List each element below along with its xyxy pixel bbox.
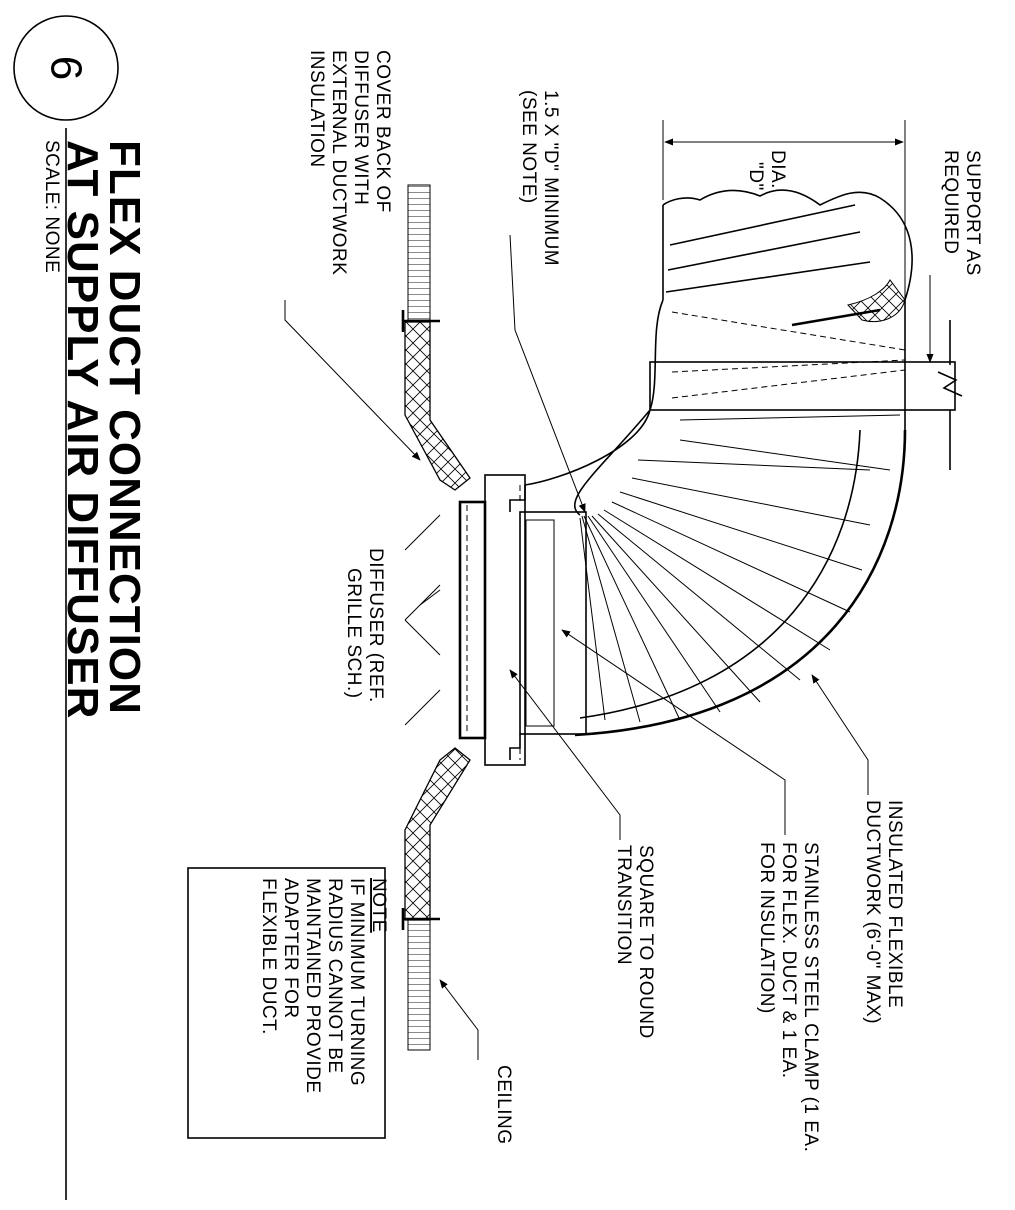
diffuser-frame xyxy=(458,500,487,740)
leader-insulated-flex xyxy=(811,674,869,795)
svg-text:DIFFUSER (REF.: DIFFUSER (REF. xyxy=(365,548,386,703)
leader-transition xyxy=(509,669,621,840)
svg-text:CEILING: CEILING xyxy=(493,1065,514,1145)
svg-text:STAINLESS STEEL CLAMP (1 EA.: STAINLESS STEEL CLAMP (1 EA. xyxy=(800,842,821,1152)
note-line: RADIUS CANNOT BE xyxy=(324,878,345,1074)
break-mark xyxy=(937,371,963,397)
svg-text:DIA.: DIA. xyxy=(767,150,788,189)
svg-text:1.5 X "D" MINIMUM: 1.5 X "D" MINIMUM xyxy=(540,90,561,266)
svg-text:COVER BACK OF: COVER BACK OF xyxy=(372,50,393,213)
callout-min-radius: 1.5 X "D" MINIMUM (SEE NOTE) xyxy=(518,90,561,266)
note-line: MAINTAINED PROVIDE xyxy=(302,878,323,1094)
tbar-left xyxy=(401,310,440,332)
diameter-dimension xyxy=(662,120,906,300)
callout-clamp: STAINLESS STEEL CLAMP (1 EA. FOR FLEX. D… xyxy=(756,842,821,1152)
diffuser xyxy=(404,500,487,740)
callout-insulated-flex: INSULATED FLEXIBLE DUCTWORK (6'-0" MAX) xyxy=(862,800,905,1024)
bend-inner-curve xyxy=(574,409,651,516)
bend-inside-edge xyxy=(524,299,664,486)
svg-text:FOR FLEX. DUCT & 1 EA.: FOR FLEX. DUCT & 1 EA. xyxy=(778,842,799,1079)
support-strap xyxy=(649,320,963,470)
leader-cover-back xyxy=(284,300,421,461)
leader-min-radius xyxy=(509,234,586,513)
bend-inner-line xyxy=(579,429,861,719)
transition-neck xyxy=(509,485,526,760)
insulation-wrap-right xyxy=(404,747,471,921)
svg-text:DUCTWORK (6'-0" MAX): DUCTWORK (6'-0" MAX) xyxy=(862,800,883,1024)
svg-text:"D": "D" xyxy=(745,162,766,191)
air-throw-lines xyxy=(404,514,441,726)
clamp-inner xyxy=(525,519,555,727)
callout-diameter: DIA. "D" xyxy=(745,150,788,191)
duct-end xyxy=(662,189,913,301)
svg-text:(SEE NOTE): (SEE NOTE) xyxy=(518,90,539,204)
duct-bend xyxy=(524,299,907,737)
clamp-transition xyxy=(484,474,587,766)
detail-number: 6 xyxy=(42,56,91,80)
svg-text:DIFFUSER WITH: DIFFUSER WITH xyxy=(350,50,371,205)
svg-text:SQUARE TO ROUND: SQUARE TO ROUND xyxy=(635,845,656,1039)
detail-number-circle xyxy=(13,15,119,121)
leader-ceiling xyxy=(439,979,479,1060)
insulation-cut xyxy=(847,279,906,323)
note-box: NOTE IF MINIMUM TURNING RADIUS CANNOT BE… xyxy=(187,867,389,1139)
svg-text:GRILLE SCH.): GRILLE SCH.) xyxy=(343,568,364,699)
ceiling-tile-left xyxy=(407,184,431,321)
scale-text: SCALE: NONE xyxy=(41,140,62,273)
ceiling xyxy=(401,184,440,1051)
svg-text:REQUIRED: REQUIRED xyxy=(940,150,961,254)
callout-diffuser: DIFFUSER (REF. GRILLE SCH.) xyxy=(343,548,386,703)
note-line: IF MINIMUM TURNING xyxy=(346,878,367,1086)
note-line: ADAPTER FOR xyxy=(280,878,301,1019)
title-line-2: AT SUPPLY AIR DIFFUSER xyxy=(58,140,107,719)
detail-tag: 6 xyxy=(13,15,119,1200)
svg-text:FOR INSULATION): FOR INSULATION) xyxy=(756,842,777,1014)
callout-ceiling: CEILING xyxy=(493,1065,514,1145)
bend-outer-edge xyxy=(574,429,907,737)
callout-cover-back: COVER BACK OF DIFFUSER WITH EXTERNAL DUC… xyxy=(306,50,393,275)
callout-support: SUPPORT AS REQUIRED xyxy=(940,150,983,276)
note-frame xyxy=(187,867,386,1139)
title-line-1: FLEX DUCT CONNECTION xyxy=(100,140,149,715)
note-line: FLEXIBLE DUCT. xyxy=(258,878,279,1035)
ceiling-tile-right xyxy=(407,919,431,1051)
leader-clamp xyxy=(561,629,786,835)
note-heading: NOTE xyxy=(368,878,389,933)
svg-text:INSULATION: INSULATION xyxy=(306,50,327,168)
support-band xyxy=(649,361,956,411)
callout-transition: SQUARE TO ROUND TRANSITION xyxy=(613,845,656,1039)
insulation-wrap-left xyxy=(404,321,471,491)
svg-text:INSULATED FLEXIBLE: INSULATED FLEXIBLE xyxy=(884,800,905,1008)
clamp xyxy=(519,511,587,735)
leaders xyxy=(284,234,934,1060)
svg-text:SUPPORT AS: SUPPORT AS xyxy=(962,150,983,276)
svg-text:EXTERNAL DUCTWORK: EXTERNAL DUCTWORK xyxy=(328,50,349,275)
square-to-round-transition xyxy=(484,474,526,766)
bend-rib-lines xyxy=(579,459,871,723)
svg-text:TRANSITION: TRANSITION xyxy=(613,845,634,965)
tbar-right xyxy=(401,908,440,930)
flex-duct xyxy=(662,189,913,471)
